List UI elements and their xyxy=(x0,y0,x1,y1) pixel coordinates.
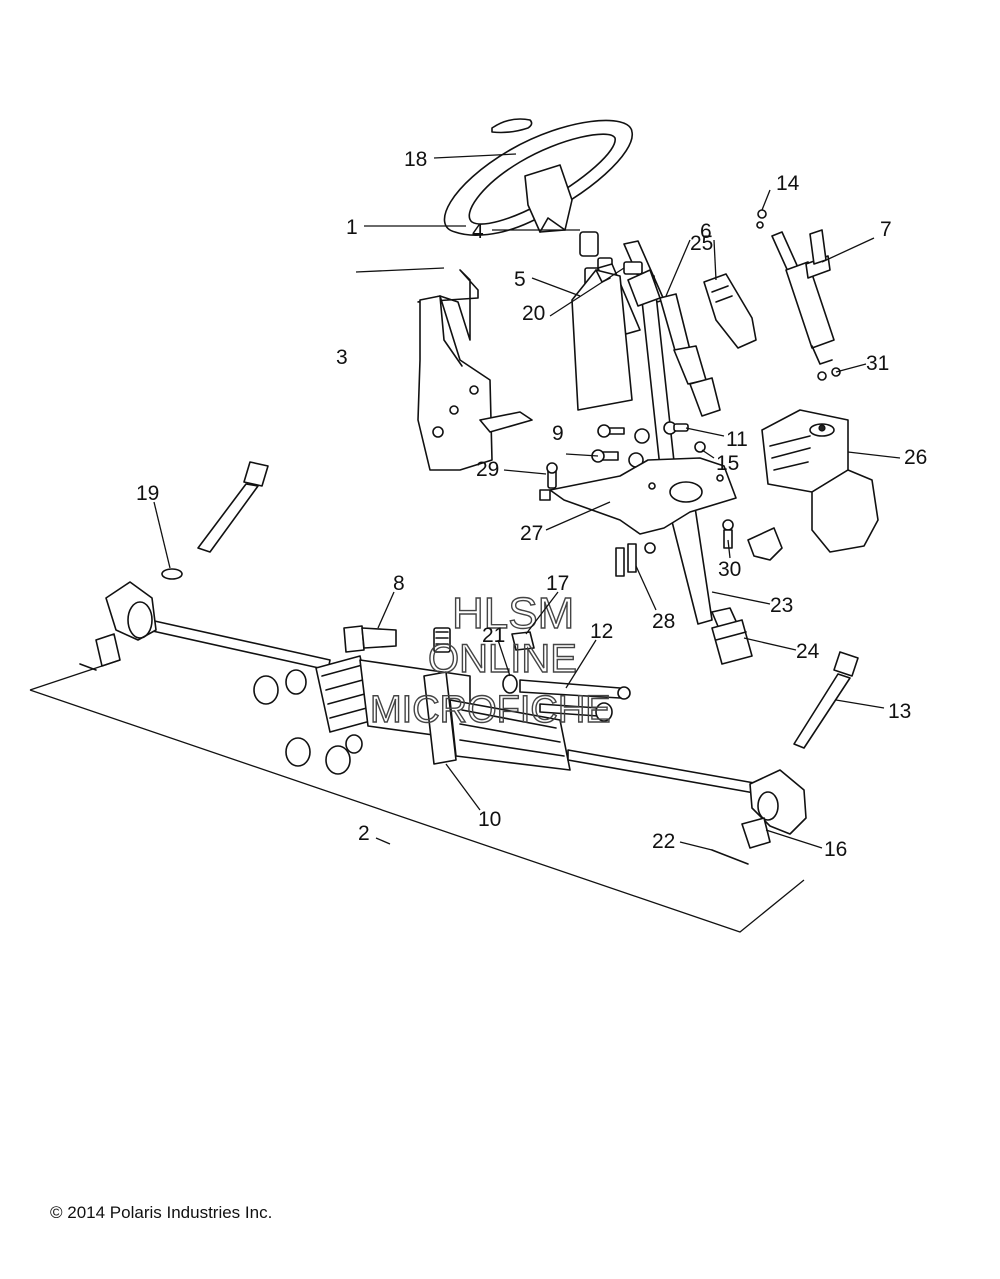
part-31-nut xyxy=(817,367,841,381)
callout-7: 7 xyxy=(880,218,892,241)
callout-21: 21 xyxy=(482,624,505,647)
callout-27: 27 xyxy=(520,522,543,545)
callout-5: 5 xyxy=(514,268,526,291)
part-14-nut xyxy=(757,209,767,219)
svg-text:HLSM: HLSM xyxy=(452,589,574,638)
callout-14: 14 xyxy=(776,172,800,195)
callout-13: 13 xyxy=(888,700,911,723)
part-29-bolt xyxy=(539,462,558,501)
callout-15: 15 xyxy=(716,452,739,475)
strut-nut xyxy=(756,221,764,229)
part-2-rack-assembly xyxy=(105,581,807,835)
callout-29: 29 xyxy=(476,458,499,481)
universal-joint-upper xyxy=(627,269,661,307)
watermark: HLSM ONLINE MICROFICHE xyxy=(369,588,611,731)
callout-6: 6 xyxy=(700,220,712,243)
callout-12: 12 xyxy=(590,620,613,643)
callout-1: 1 xyxy=(346,216,358,239)
callout-23: 23 xyxy=(770,594,793,617)
callout-16: 16 xyxy=(824,838,847,861)
part-27-mounting-plate xyxy=(549,457,737,535)
callout-30: 30 xyxy=(718,558,741,581)
part-9-bolts xyxy=(591,424,650,468)
leader-lines xyxy=(153,153,901,851)
part-8-bolt xyxy=(343,625,397,653)
pinion-gear xyxy=(433,627,451,653)
callout-2: 2 xyxy=(358,822,370,845)
part-3-column-bracket xyxy=(417,269,533,471)
callout-28: 28 xyxy=(652,610,675,633)
callout-26: 26 xyxy=(904,446,927,469)
svg-text:MICROFICHE: MICROFICHE xyxy=(370,689,611,731)
callout-4: 4 xyxy=(472,220,484,243)
callout-11: 11 xyxy=(726,428,748,451)
callout-8: 8 xyxy=(393,572,405,595)
part-15-nut xyxy=(694,441,706,453)
callout-24: 24 xyxy=(796,640,820,663)
callout-10: 10 xyxy=(478,808,501,831)
part-12-bolt xyxy=(519,679,631,717)
callout-18: 18 xyxy=(404,148,427,171)
callout-numbers: 1 2 3 4 5 6 7 8 9 10 11 12 13 14 15 16 1… xyxy=(136,148,927,861)
part-22-cotter-pin xyxy=(711,849,749,865)
rack-reference-line xyxy=(29,659,805,933)
copyright-notice: © 2014 Polaris Industries Inc. xyxy=(50,1203,273,1222)
svg-text:ONLINE: ONLINE xyxy=(428,637,577,681)
callout-22: 22 xyxy=(652,830,675,853)
callout-19: 19 xyxy=(136,482,159,505)
part-17-nut xyxy=(511,631,535,651)
part-24-u-joint xyxy=(711,619,753,665)
rack-bushings-left xyxy=(253,669,613,775)
callout-31: 31 xyxy=(866,352,889,375)
part-19-bolt xyxy=(161,461,269,580)
steering-emblem xyxy=(491,118,533,134)
callout-25: 25 xyxy=(690,232,713,255)
callout-3: 3 xyxy=(336,346,348,369)
part-30-bolt xyxy=(722,519,734,549)
callout-9: 9 xyxy=(552,422,564,445)
part-11-bolt xyxy=(663,421,689,435)
part-28-bolts xyxy=(615,542,656,577)
part-7-gas-strut xyxy=(771,229,835,365)
part-6-cover xyxy=(703,273,757,349)
part-26-eps-unit xyxy=(761,409,879,553)
part-13-bolt xyxy=(793,651,859,749)
clip-bracket xyxy=(747,527,783,561)
part-1-steering-wheel xyxy=(443,119,633,236)
part-16-castle-nut xyxy=(741,817,771,849)
callout-17: 17 xyxy=(546,572,569,595)
callout-20: 20 xyxy=(522,302,545,325)
